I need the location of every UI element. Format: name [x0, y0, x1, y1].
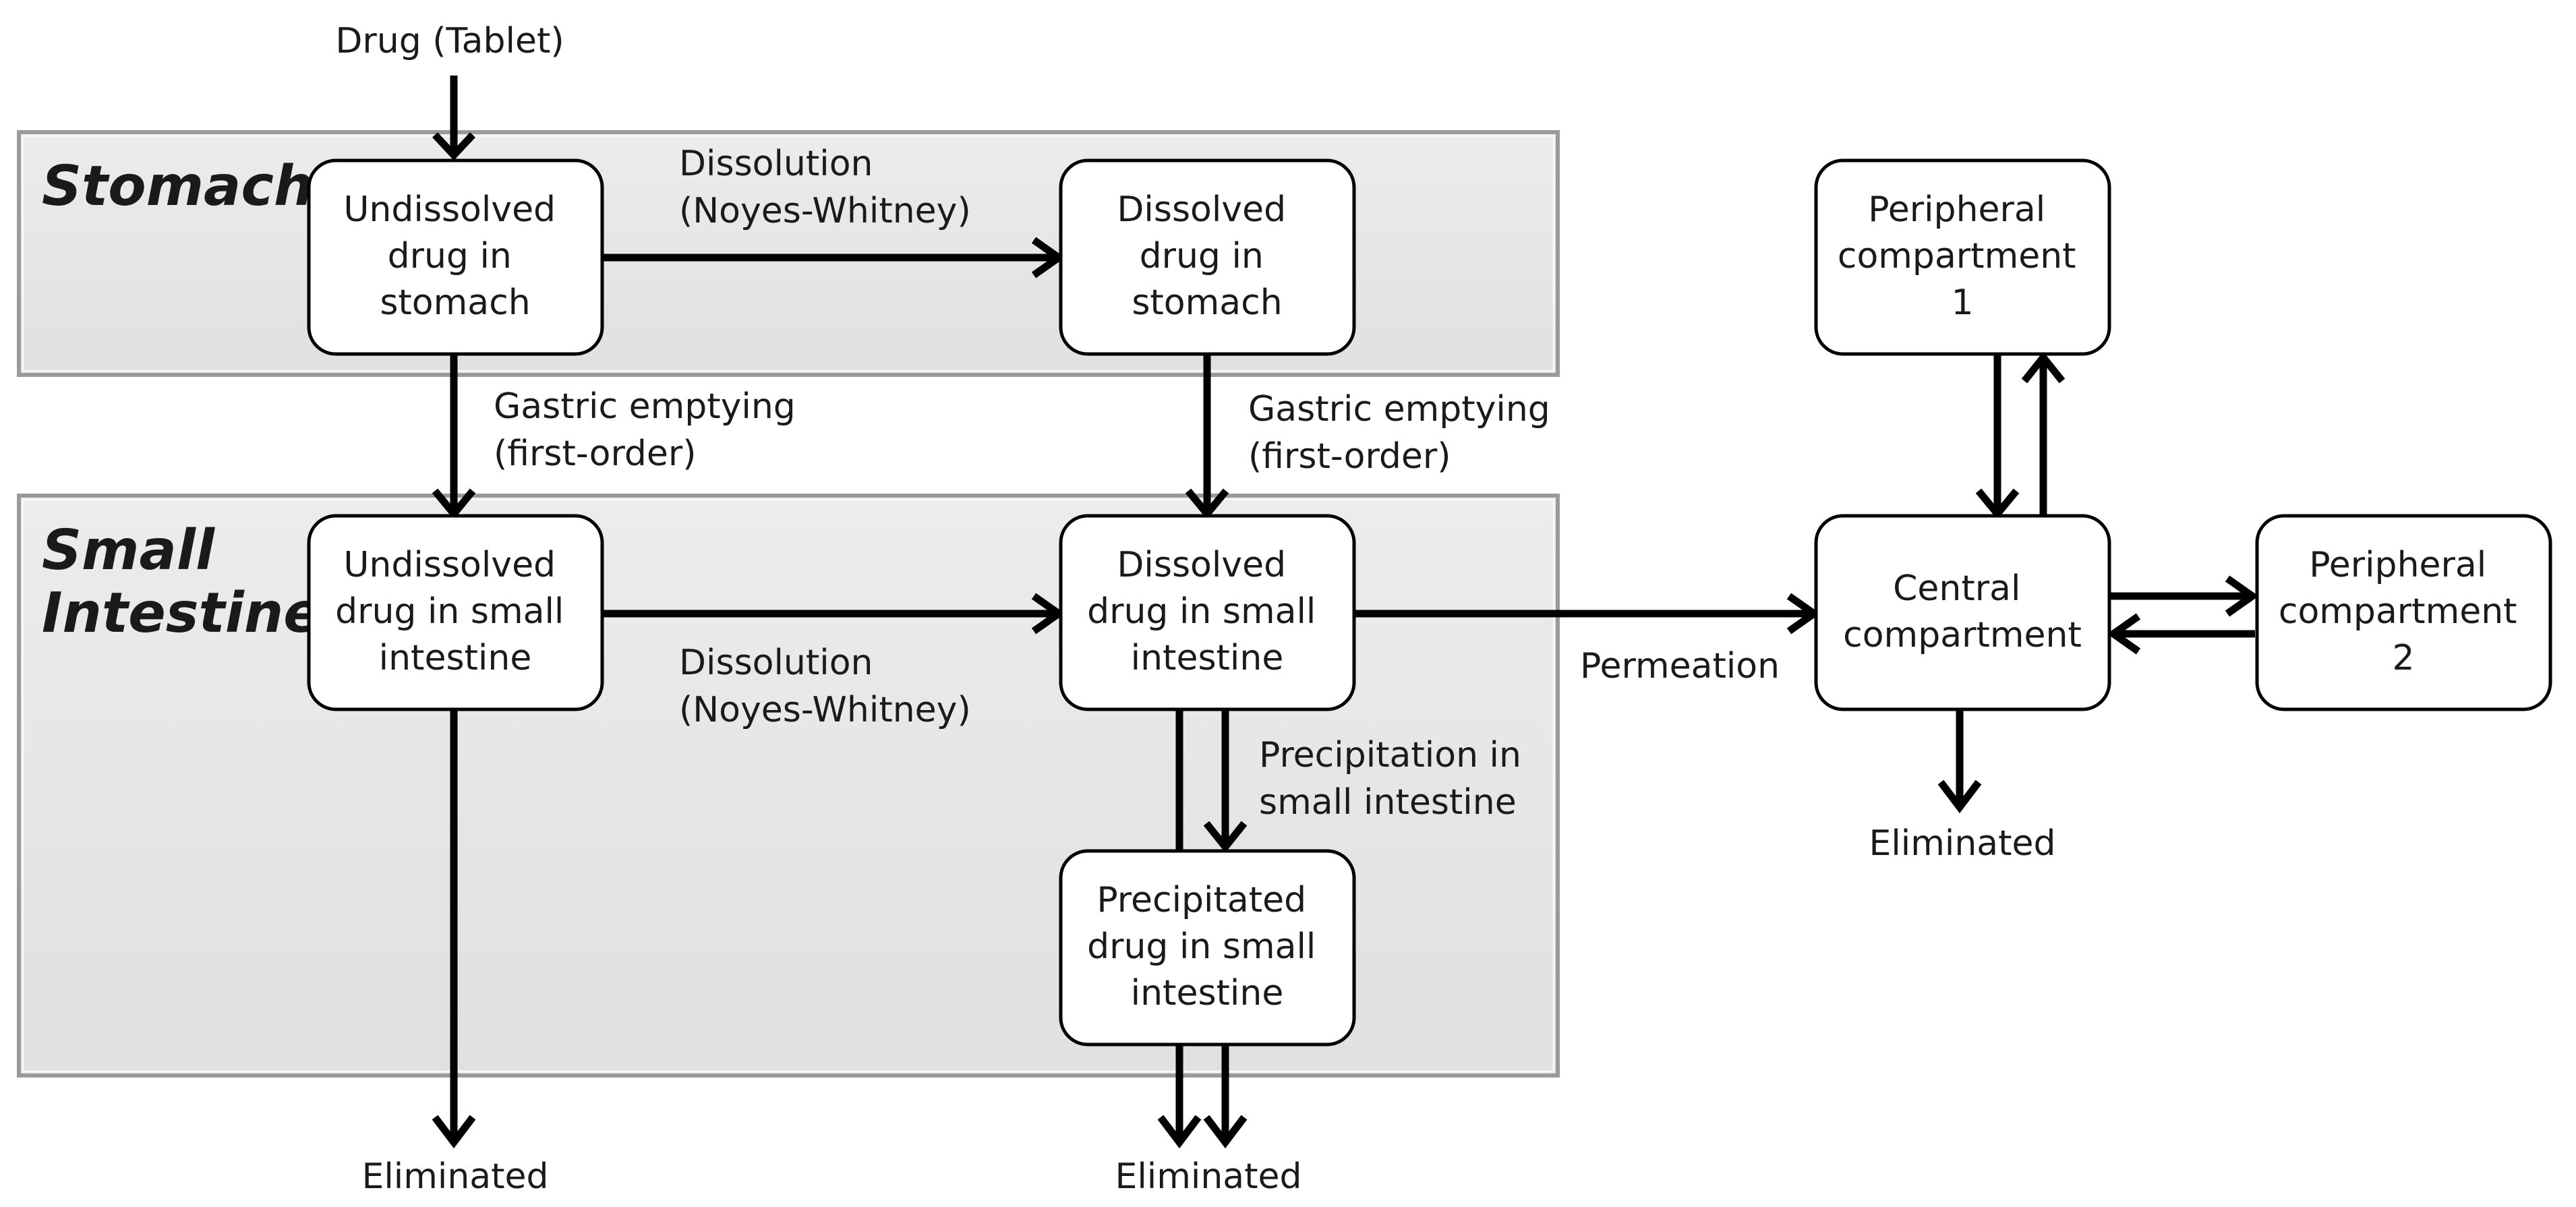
peripheral2-to-central-arrowhead	[2107, 613, 2141, 655]
permeation-label: Permeation	[1580, 646, 1780, 686]
gastric-emptying-undissolved-arrowhead	[432, 488, 476, 520]
node-undissolved-small-intestine: Undissolved drug in small intestine	[307, 514, 604, 711]
node-central-compartment: Central compartment	[1814, 514, 2111, 711]
gastric-emptying-dissolved-arrowhead	[1185, 488, 1229, 520]
stomach-region-label: Stomach	[42, 154, 313, 218]
svg-text:Precipitated drug in sma: Precipitated drug in small intestine	[1087, 880, 1327, 1013]
svg-text:Undissolved drug in: Undissolved drug in stomach	[343, 189, 566, 323]
dissolution-stomach-arrowhead	[1031, 237, 1065, 278]
svg-text:Central compartment: Central compartment	[1843, 568, 2082, 655]
input-label: Drug (Tablet)	[335, 21, 564, 61]
node-dissolved-small-intestine: Dissolved drug in small intestine	[1059, 514, 1356, 711]
eliminated-precipitated-arrowhead-1	[1157, 1115, 1202, 1149]
node-peripheral-compartment-2: Peripheral compartment 2	[2255, 514, 2552, 711]
svg-text:Undissolved drug in smal: Undissolved drug in small intestine	[335, 545, 575, 678]
dissolution-si-arrowhead	[1031, 593, 1065, 635]
dissolution-si-label: Dissolution (Noyes-Whitney)	[679, 643, 971, 730]
connectors	[432, 76, 2259, 1149]
eliminated-undissolved-arrowhead	[432, 1115, 476, 1149]
tablet-input-arrowhead	[432, 132, 476, 161]
node-dissolved-stomach: Dissolved drug in stomach	[1059, 158, 1356, 356]
node-precipitated-small-intestine: Precipitated drug in small intestine	[1059, 849, 1356, 1047]
eliminated-central-arrowhead	[1937, 779, 1982, 814]
eliminated-precipitated-arrowhead-2	[1203, 1115, 1248, 1149]
svg-text:Dissolved drug in: Dissolved drug in stomach	[1117, 189, 1297, 323]
precipitation-arrowhead	[1203, 821, 1248, 853]
gastric-emptying-dissolved-label: Gastric emptying (first-order)	[1248, 389, 1561, 477]
svg-text:Dissolved drug in small: Dissolved drug in small intestine	[1087, 545, 1327, 678]
node-peripheral-compartment-1: Peripheral compartment 1	[1814, 158, 2111, 356]
dissolution-stomach-label: Dissolution (Noyes-Whitney)	[679, 144, 971, 231]
central-to-peripheral2-arrowhead	[2225, 575, 2259, 617]
eliminated-central-label: Eliminated	[1869, 823, 2055, 864]
permeation-arrowhead	[1786, 593, 1821, 635]
node-undissolved-stomach: Undissolved drug in stomach	[307, 158, 604, 356]
small-intestine-region-label: Small Intestine	[42, 519, 321, 645]
precipitation-label: Precipitation in small intestine	[1259, 735, 1533, 823]
central-to-peripheral1-arrowhead	[1975, 488, 2020, 520]
svg-text:Peripheral compartment: Peripheral compartment 2	[2279, 545, 2528, 678]
eliminated-precipitated-label: Eliminated	[1115, 1156, 1301, 1197]
peripheral1-to-central-arrowhead	[2021, 351, 2066, 384]
svg-text:Peripheral compartment: Peripheral compartment 1	[1838, 189, 2087, 323]
eliminated-undissolved-label: Eliminated	[361, 1156, 548, 1197]
gastric-emptying-undissolved-label: Gastric emptying (first-order)	[494, 386, 807, 474]
